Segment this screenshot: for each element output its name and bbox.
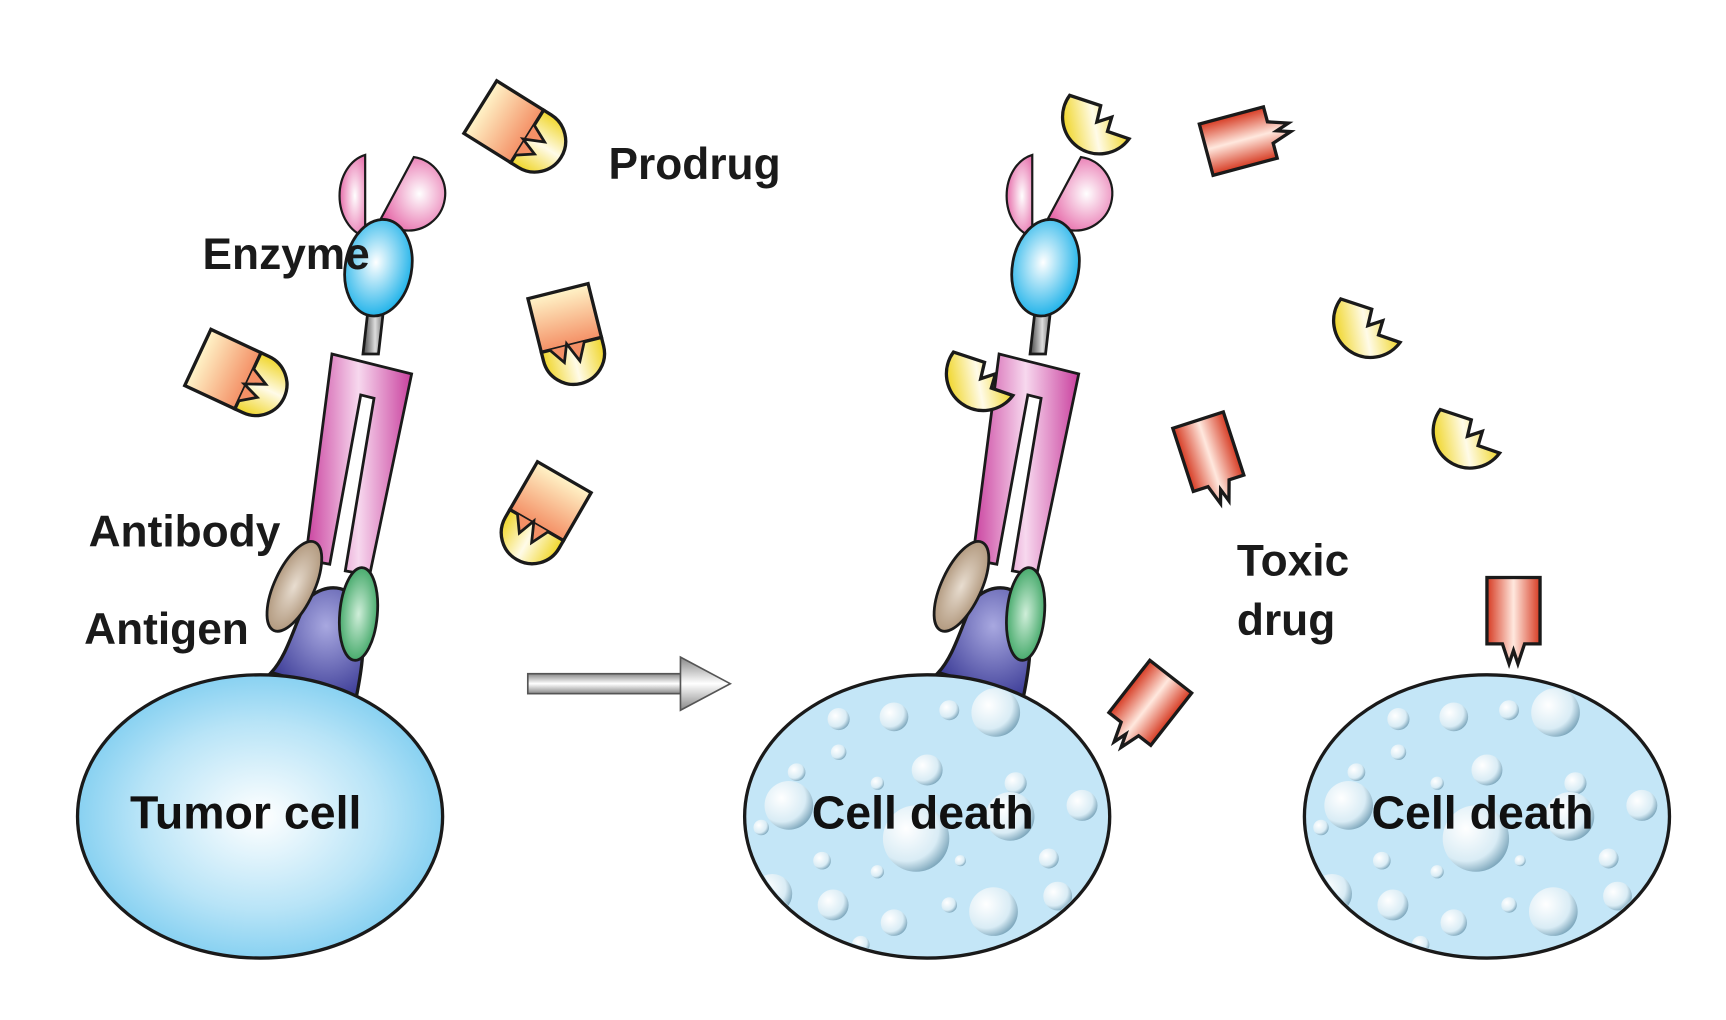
prodrug-molecule <box>183 327 299 428</box>
dead-cell <box>1302 673 1672 960</box>
panel-after-bystander: Cell death <box>1302 575 1672 960</box>
label-prodrug: Prodrug <box>609 140 781 189</box>
prodrug-molecule <box>462 79 580 186</box>
toxic-drug-molecule <box>1197 100 1299 178</box>
released-cap <box>1056 84 1133 162</box>
panel-after-bound: Cell death Toxic drug <box>742 84 1504 960</box>
toxic-drug-molecule <box>1171 410 1252 513</box>
cell-death-label: Cell death <box>812 787 1034 839</box>
tumor-cell <box>75 673 445 960</box>
label-antigen: Antigen <box>84 605 249 654</box>
process-arrow-icon <box>526 655 733 712</box>
label-enzyme: Enzyme <box>203 230 370 279</box>
label-toxic-drug-line1: Toxic <box>1237 536 1349 585</box>
prodrug-molecule <box>526 282 613 393</box>
cell-death-label: Cell death <box>1372 787 1594 839</box>
released-cap <box>1327 288 1404 365</box>
label-toxic-drug-line2: drug <box>1237 596 1335 645</box>
panel-before: Tumor cell Prodrug Enzyme Antibody Antig… <box>75 79 781 960</box>
antibody-enzyme-conjugate <box>921 153 1114 664</box>
dead-cell <box>742 673 1112 960</box>
toxic-drug-molecule <box>1485 575 1542 666</box>
toxic-drug-molecule <box>1095 658 1194 763</box>
prodrug-molecule <box>488 460 593 577</box>
released-cap <box>1427 399 1504 476</box>
label-antibody: Antibody <box>89 508 281 557</box>
tumor-cell-label: Tumor cell <box>130 787 361 839</box>
